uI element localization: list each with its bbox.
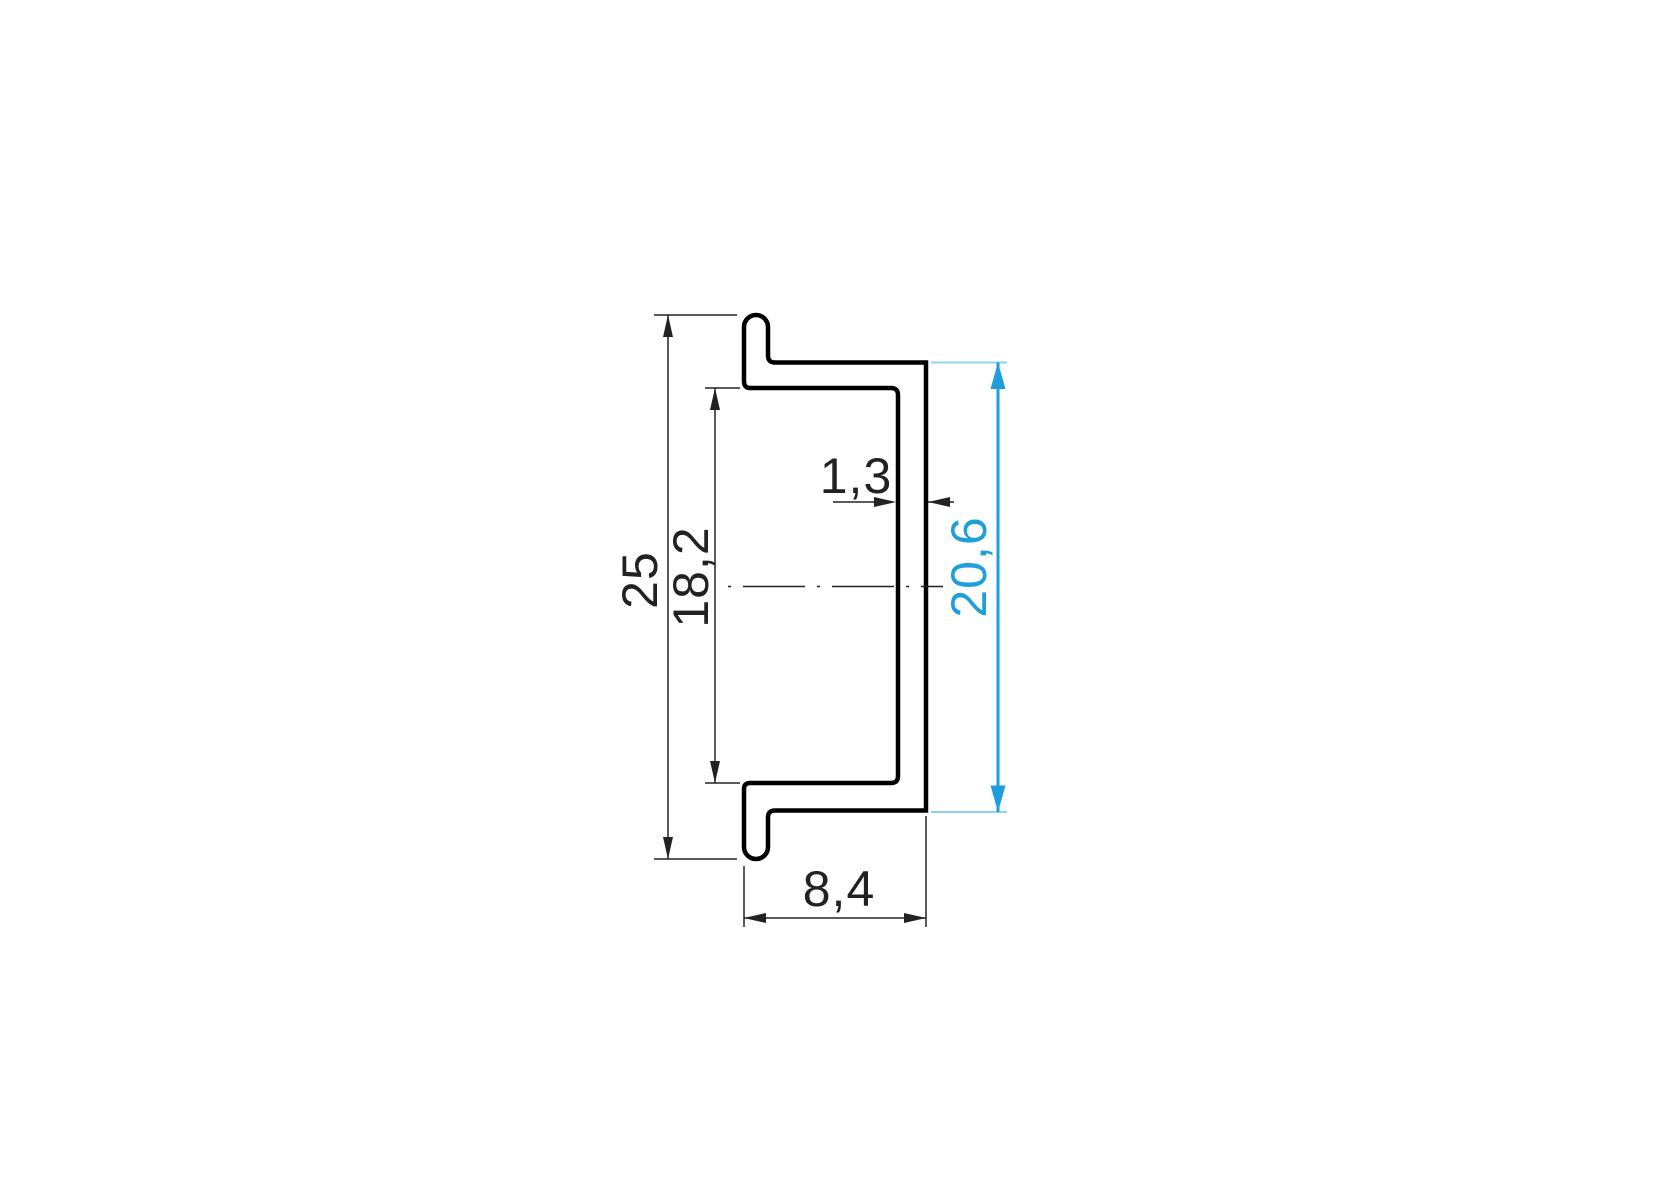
arrowhead-down (710, 761, 720, 783)
arrowhead-down (663, 837, 673, 859)
arrowhead-left (928, 497, 950, 507)
dimension-width (743, 816, 927, 927)
arrowhead-down (990, 785, 1006, 812)
dimension-label-wall-thickness: 1,3 (819, 448, 893, 504)
dimension-label-width: 8,4 (802, 861, 876, 917)
dimension-label-overall-height: 25 (612, 551, 668, 609)
dimension-outer-height (931, 361, 1007, 813)
dimension-inner-height (705, 387, 740, 784)
dimension-label-inner-height: 18,2 (663, 526, 719, 628)
dimension-wall-thickness (833, 497, 954, 507)
arrowhead-right (904, 913, 926, 923)
arrowhead-up (663, 315, 673, 337)
arrowhead-right (874, 497, 896, 507)
arrowhead-left (744, 913, 766, 923)
dimension-overall-height (654, 314, 737, 860)
arrowhead-up (990, 362, 1006, 389)
profile-outline (741, 312, 929, 862)
arrowhead-up (710, 388, 720, 410)
dimension-label-outer-height: 20,6 (941, 516, 997, 618)
